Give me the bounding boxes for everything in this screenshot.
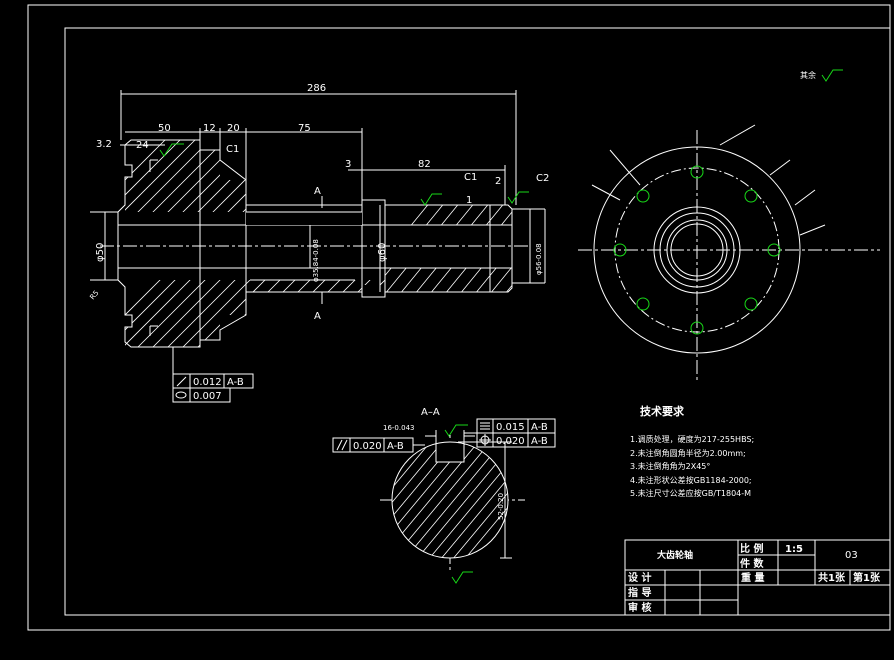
dim-82: 82 <box>418 159 431 170</box>
tol-sym-ref: A-B <box>531 422 548 433</box>
tb-part-name: 大齿轮轴 <box>657 549 693 561</box>
keyway-dim: 16-0.043 <box>383 424 414 432</box>
tol-pos-value: 0.020 <box>496 436 525 447</box>
tb-sheets: 共1张 <box>818 571 846 584</box>
tol-pos-ref: A-B <box>531 436 548 447</box>
depth-dim: 52-0.20 <box>497 493 505 520</box>
tol-runout-value: 0.012 <box>193 377 222 388</box>
dim-c1-left: C1 <box>226 144 239 155</box>
tol-par-value: 0.020 <box>353 441 382 452</box>
tb-scale-label: 比 例 <box>740 542 763 555</box>
dim-dia35: φ35.84-0.08 <box>312 239 320 282</box>
tb-review-label: 审 核 <box>628 601 651 614</box>
tech-item-2: 2.未注倒角圆角半径为2.00mm; <box>630 448 746 458</box>
tb-drawing-no: 03 <box>845 550 858 561</box>
tolerance-frames-section <box>332 418 556 453</box>
tb-qty-label: 件 数 <box>740 557 764 570</box>
dim-1: 1 <box>466 195 472 206</box>
tech-item-4: 4.未注形状公差按GB1184-2000; <box>630 475 752 485</box>
tb-sheet-no: 第1张 <box>853 571 881 584</box>
title-block <box>624 539 891 616</box>
dim-2: 2 <box>495 176 501 187</box>
section-a-a <box>380 430 525 570</box>
dim-r5: R5 <box>88 289 100 301</box>
tb-weight-label: 重 量 <box>741 571 764 584</box>
dim-20: 20 <box>227 123 240 134</box>
tol-cyl-value: 0.007 <box>193 391 222 402</box>
dim-dia50: φ50 <box>95 243 106 262</box>
tb-scale-value: 1:5 <box>785 544 803 555</box>
end-view <box>578 124 880 380</box>
tol-par-ref: A-B <box>387 441 404 452</box>
tolerance-frames-main <box>172 347 254 403</box>
section-title: A–A <box>421 407 440 418</box>
shaft-main-view <box>100 139 546 348</box>
tech-title: 技术要求 <box>640 404 685 418</box>
dim-3-2: 3.2 <box>96 139 112 150</box>
section-mark-top: A <box>314 186 321 197</box>
dim-12: 12 <box>203 123 216 134</box>
tb-design-label: 设 计 <box>628 571 651 584</box>
tech-item-1: 1.调质处理，硬度为217-255HBS; <box>630 434 754 444</box>
dim-3: 3 <box>345 159 351 170</box>
section-mark-bottom: A <box>314 311 321 322</box>
inner-frame <box>64 27 891 616</box>
dim-dia56: φ56-0.08 <box>535 243 543 275</box>
dimension-lines <box>90 90 531 292</box>
dim-c2: C2 <box>536 173 549 184</box>
tol-sym-value: 0.015 <box>496 422 525 433</box>
dim-overall: 286 <box>307 83 326 94</box>
tol-runout-ref: A-B <box>227 377 244 388</box>
roughness-rest-label: 其余 <box>800 70 816 80</box>
tech-item-3: 3.未注倒角角为2X45° <box>630 461 710 471</box>
dim-24: 24 <box>136 140 149 151</box>
roughness-symbols <box>159 69 843 584</box>
dim-50: 50 <box>158 123 171 134</box>
tb-guide-label: 指 导 <box>628 586 651 599</box>
dim-dia60: φ60 <box>377 243 388 262</box>
dim-75: 75 <box>298 123 311 134</box>
dim-c1-right: C1 <box>464 172 477 183</box>
tech-item-5: 5.未注尺寸公差应按GB/T1804-M <box>630 488 751 498</box>
